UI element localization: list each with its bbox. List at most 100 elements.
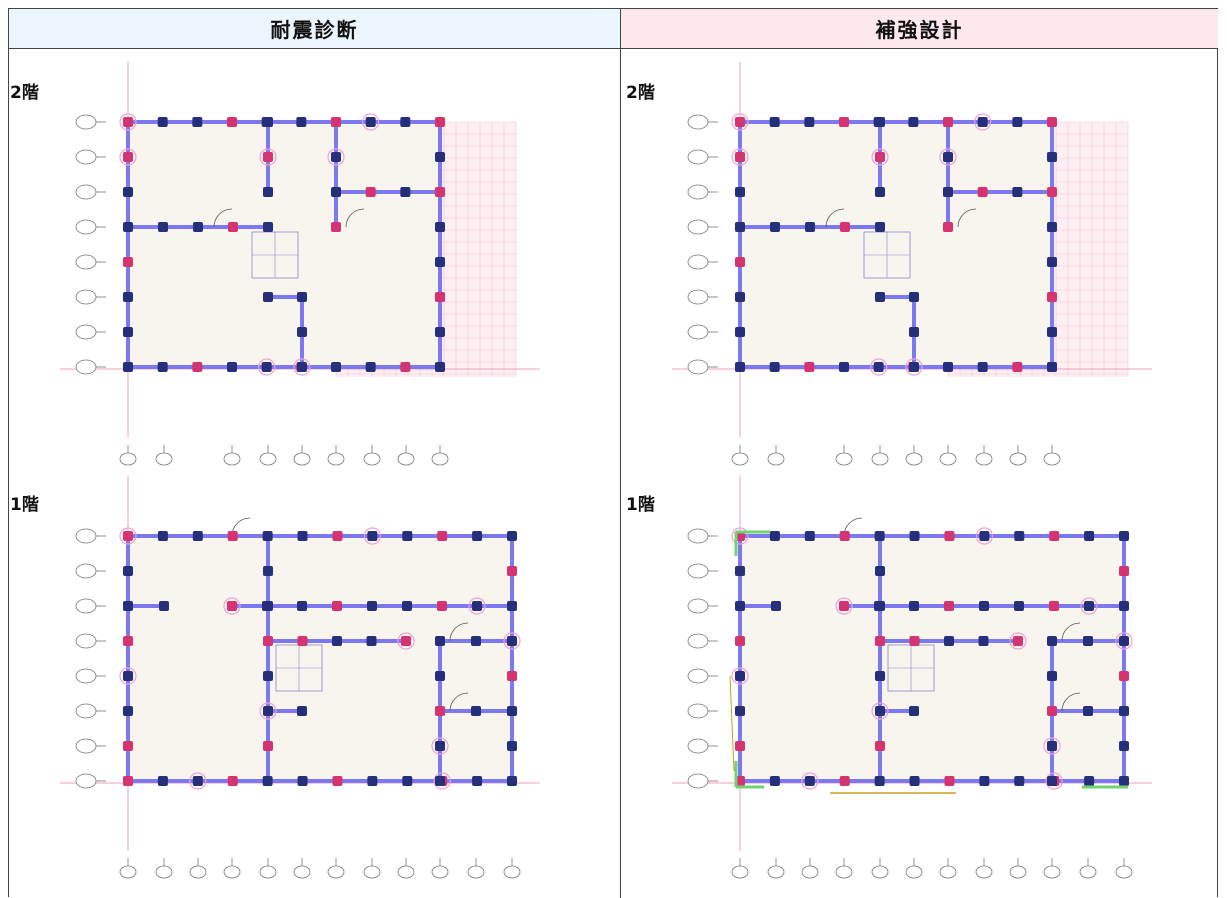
joint-hardware: [735, 327, 745, 337]
joint-hardware: [263, 117, 273, 127]
joint-hardware: [263, 706, 273, 716]
grid-col-marker: [119, 865, 137, 879]
joint-hardware: [159, 601, 169, 611]
joint-hardware: [1084, 601, 1094, 611]
joint-highlight: [293, 358, 311, 376]
joint-hardware: [875, 152, 885, 162]
joint-hardware: [735, 117, 745, 127]
joint-hardware: [507, 706, 517, 716]
floor-label-1f-left: 1階: [10, 495, 39, 515]
joint-hardware: [1047, 187, 1057, 197]
joint-hardware: [263, 187, 273, 197]
joint-hardware: [839, 117, 849, 127]
joint-hardware: [227, 776, 238, 786]
joint-hardware: [875, 601, 885, 611]
grid-row-marker: [687, 184, 709, 200]
grid-col-marker: [939, 452, 957, 466]
grid-col-marker: [293, 865, 311, 879]
grid-row-marker: [687, 703, 709, 719]
grid-col-marker: [431, 452, 449, 466]
grid-row-marker: [687, 528, 709, 544]
grid-row-marker: [687, 324, 709, 340]
joint-hardware: [435, 327, 445, 337]
grid-col-marker: [363, 865, 381, 879]
joint-hardware: [332, 531, 343, 541]
joint-hardware: [192, 362, 203, 372]
joint-hardware: [227, 601, 237, 611]
joint-hardware: [435, 671, 445, 681]
grid-col-marker: [223, 452, 241, 466]
joint-hardware: [735, 222, 745, 232]
joint-hardware: [400, 117, 411, 127]
joint-hardware: [735, 706, 745, 716]
grid-col-marker: [939, 865, 957, 879]
joint-hardware: [979, 776, 990, 786]
joint-hardware: [123, 531, 133, 541]
joint-hardware: [909, 327, 919, 337]
joint-hardware: [367, 776, 378, 786]
joint-highlight: [1080, 597, 1098, 615]
joint-hardware: [227, 362, 237, 372]
grid-col-marker: [397, 452, 415, 466]
joint-hardware: [735, 566, 745, 576]
grid-row-marker: [75, 738, 97, 754]
joint-hardware: [1119, 671, 1129, 681]
joint-hardware: [977, 117, 988, 127]
joint-hardware: [1119, 601, 1129, 611]
joint-hardware: [123, 566, 133, 576]
grid-row-marker: [687, 563, 709, 579]
joint-hardware: [331, 222, 341, 232]
joint-highlight: [119, 527, 137, 545]
grid-row-marker: [687, 219, 709, 235]
grid-row-marker: [75, 359, 97, 375]
joint-hardware: [401, 636, 411, 646]
grid-col-marker: [259, 452, 277, 466]
joint-hardware: [1047, 292, 1057, 302]
joint-highlight: [1115, 632, 1133, 650]
joint-hardware: [332, 636, 342, 646]
joint-hardware: [297, 636, 308, 646]
grid-row-marker: [687, 773, 709, 789]
joint-hardware: [978, 636, 989, 646]
joint-highlight: [362, 113, 380, 131]
joint-hardware: [804, 776, 815, 786]
joint-hardware: [263, 222, 273, 232]
joint-hardware: [228, 222, 238, 232]
floor-plan-2f-reinforced: [672, 62, 1152, 466]
joint-hardware: [365, 117, 376, 127]
joint-hardware: [735, 636, 745, 646]
joint-hardware: [735, 292, 745, 302]
floor-label-2f-left: 2階: [10, 83, 39, 103]
floor-label-2f-right: 2階: [626, 83, 655, 103]
column-divider: [620, 9, 621, 898]
joint-highlight: [223, 597, 241, 615]
joint-highlight: [1043, 737, 1061, 755]
joint-hardware: [909, 292, 919, 302]
joint-highlight: [397, 632, 415, 650]
joint-hardware: [435, 187, 445, 197]
joint-hardware: [1047, 706, 1057, 716]
joint-hardware: [263, 566, 273, 576]
grid-col-marker: [363, 452, 381, 466]
joint-highlight: [731, 148, 749, 166]
joint-hardware: [735, 601, 745, 611]
door-swing: [957, 208, 977, 228]
joint-highlight: [731, 667, 749, 685]
joint-hardware: [1119, 636, 1129, 646]
grid-col-marker: [1079, 865, 1097, 879]
grid-col-marker: [1115, 865, 1133, 879]
joint-highlight: [119, 148, 137, 166]
joint-hardware: [123, 117, 133, 127]
joint-hardware: [123, 671, 133, 681]
joint-hardware: [1047, 636, 1057, 646]
joint-hardware: [507, 741, 517, 751]
joint-hardware: [261, 362, 272, 372]
joint-hardware: [1014, 601, 1024, 611]
grid-col-marker: [223, 865, 241, 879]
joint-hardware: [804, 117, 815, 127]
door-swing: [825, 208, 845, 228]
joint-hardware: [1047, 257, 1057, 267]
joint-hardware: [435, 636, 445, 646]
joint-hardware: [1119, 776, 1129, 786]
